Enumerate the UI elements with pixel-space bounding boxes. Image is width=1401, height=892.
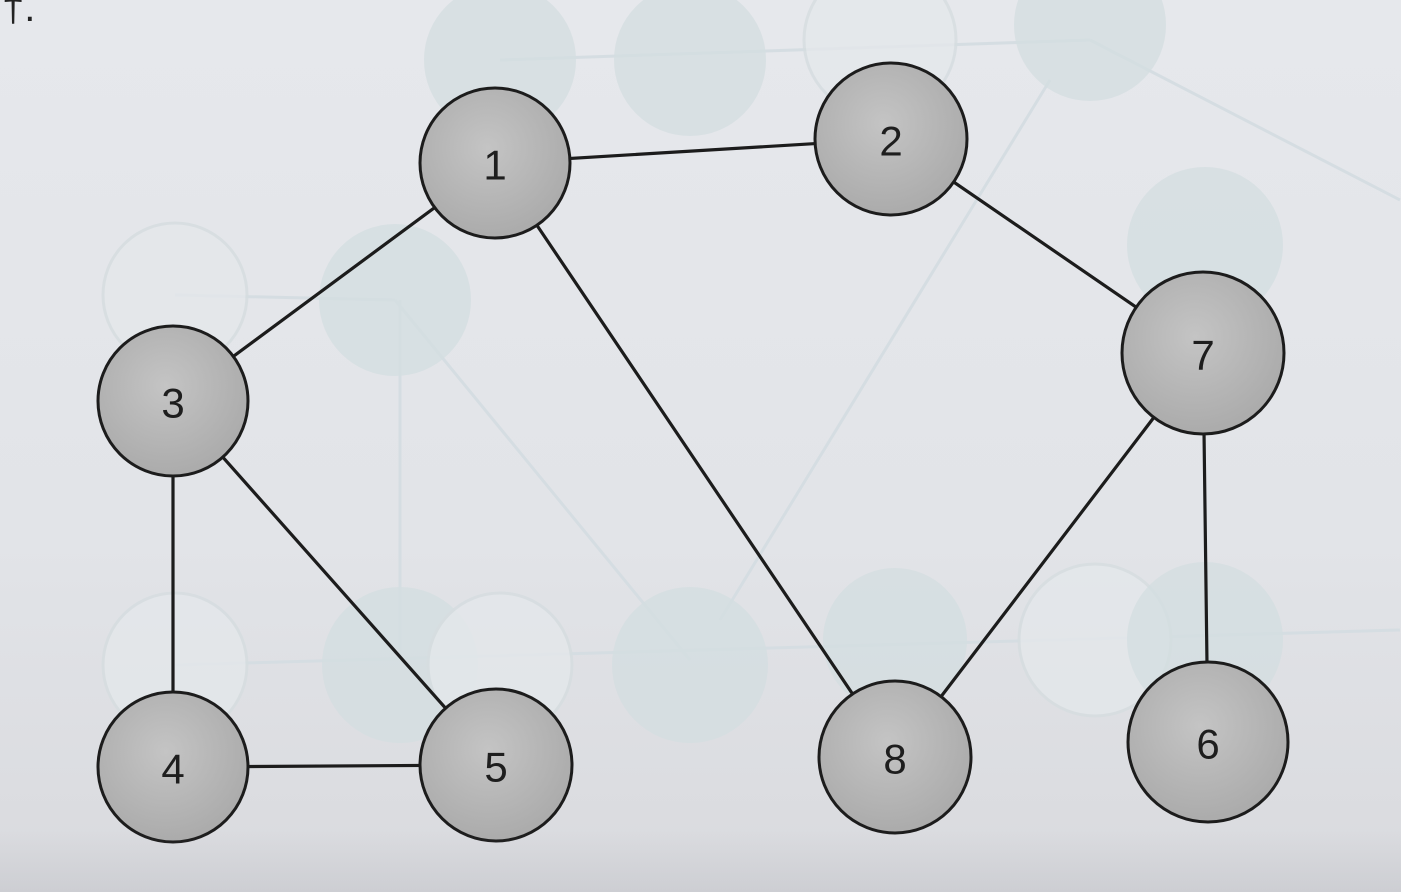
node-label-7: 7: [1191, 332, 1214, 379]
node-circle-6: [1126, 660, 1290, 824]
corner-text: †.: [2, 0, 36, 30]
node-label-8: 8: [883, 736, 906, 783]
node-label-4: 4: [161, 746, 184, 793]
node-circle-7: [1120, 270, 1286, 436]
edge-7-8: [893, 351, 1205, 759]
node-1: 1: [418, 86, 572, 240]
node-label-2: 2: [879, 118, 902, 165]
node-circle-3: [96, 324, 250, 478]
node-4: 4: [96, 690, 250, 844]
edge-1-8: [493, 161, 897, 759]
node-label-5: 5: [484, 744, 507, 791]
node-circle-5: [418, 687, 574, 843]
node-2: 2: [813, 61, 969, 217]
node-circle-2: [813, 61, 969, 217]
nodes-layer: 1 2 3 4 5 6 7 8: [96, 61, 1290, 844]
node-label-3: 3: [161, 380, 184, 427]
node-label-1: 1: [483, 142, 506, 189]
node-6: 6: [1126, 660, 1290, 824]
node-label-6: 6: [1196, 721, 1219, 768]
node-8: 8: [817, 679, 973, 835]
node-circle-4: [96, 690, 250, 844]
bleed-through-strip: [0, 830, 1401, 892]
edge-3-5: [171, 399, 498, 767]
node-3: 3: [96, 324, 250, 478]
node-circle-1: [418, 86, 572, 240]
node-5: 5: [418, 687, 574, 843]
node-7: 7: [1120, 270, 1286, 436]
node-circle-8: [817, 679, 973, 835]
